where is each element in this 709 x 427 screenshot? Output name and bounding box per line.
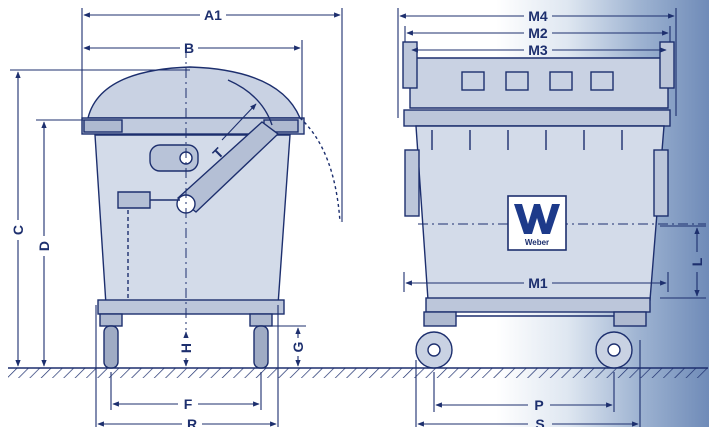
label-M4: M4	[528, 8, 548, 24]
ground-line	[8, 367, 708, 378]
label-F: F	[184, 396, 193, 412]
label-L: L	[689, 257, 705, 266]
side-view-container	[81, 48, 341, 369]
label-D: D	[36, 241, 52, 251]
weber-logo: Weber	[507, 195, 567, 251]
logo-brand-text: Weber	[525, 238, 549, 247]
label-M2: M2	[528, 25, 548, 41]
front-view-dimensions	[397, 8, 706, 427]
front-view-container	[402, 41, 706, 369]
label-A1: A1	[204, 7, 222, 23]
label-R: R	[187, 416, 197, 427]
label-M3: M3	[528, 42, 548, 58]
label-P: P	[534, 397, 543, 413]
label-S: S	[535, 416, 544, 427]
dimension-labels: A1 B C D T H G F R M4 M2 M3 M1 L P S	[10, 7, 705, 427]
side-view-dimensions	[10, 8, 343, 427]
label-M1: M1	[528, 275, 548, 291]
label-C: C	[10, 225, 26, 235]
label-H: H	[178, 343, 194, 353]
label-B: B	[184, 40, 194, 56]
label-G: G	[290, 341, 306, 352]
